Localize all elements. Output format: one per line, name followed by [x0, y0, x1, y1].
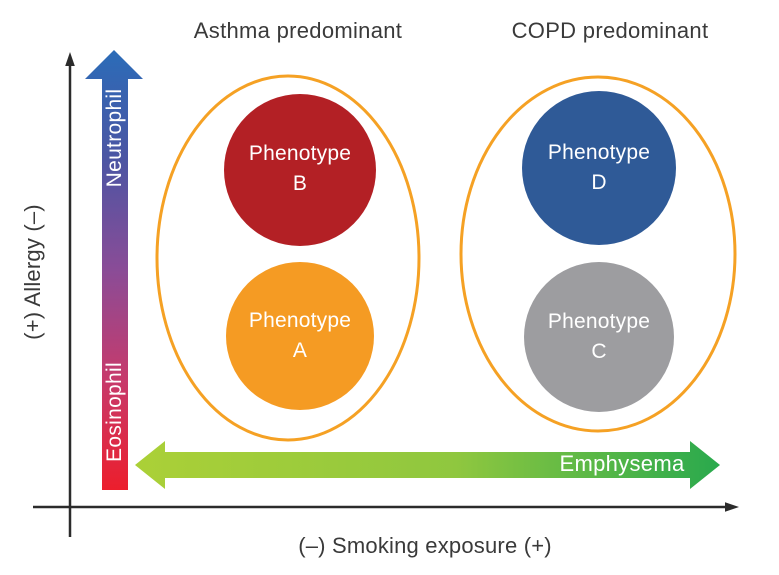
phenotype-c-circle: [524, 262, 674, 412]
emphysema-double-arrow-icon: [135, 441, 720, 489]
phenotype-d-name: Phenotype: [547, 141, 651, 165]
copd-group-ellipse: [459, 75, 737, 433]
phenotype-c-letter: C: [591, 340, 607, 363]
phenotype-a-label: Phenotype A: [249, 306, 351, 366]
phenotype-b-circle: [224, 94, 376, 246]
x-axis-label: (–) Smoking exposure (+): [298, 533, 552, 558]
phenotype-b-name: Phenotype: [248, 142, 352, 166]
asthma-predominant-title: Asthma predominant: [193, 18, 403, 43]
phenotype-a-circle: [226, 262, 374, 410]
emphysema-label: Emphysema: [559, 451, 685, 476]
phenotype-b-letter: B: [292, 172, 308, 195]
eosinophil-label: Eosinophil: [103, 362, 126, 462]
phenotype-a-name: Phenotype: [248, 309, 352, 333]
neutrophil-eosinophil-arrow-icon: [85, 50, 143, 490]
phenotype-d-circle: [522, 91, 676, 245]
phenotype-d-letter: D: [591, 171, 607, 194]
phenotype-d-label: Phenotype D: [548, 138, 650, 198]
copd-predominant-title: COPD predominant: [511, 18, 709, 43]
neutrophil-label: Neutrophil: [103, 88, 126, 188]
phenotype-b-label: Phenotype B: [249, 139, 351, 199]
phenotype-a-letter: A: [292, 339, 308, 362]
y-axis-label: (+) Allergy (–): [20, 204, 45, 340]
asthma-group-ellipse: [155, 74, 421, 442]
phenotype-c-name: Phenotype: [547, 310, 651, 334]
x-axis-arrowhead-icon: [725, 502, 739, 512]
phenotype-c-label: Phenotype C: [548, 307, 650, 367]
y-axis-arrowhead-icon: [65, 52, 75, 66]
